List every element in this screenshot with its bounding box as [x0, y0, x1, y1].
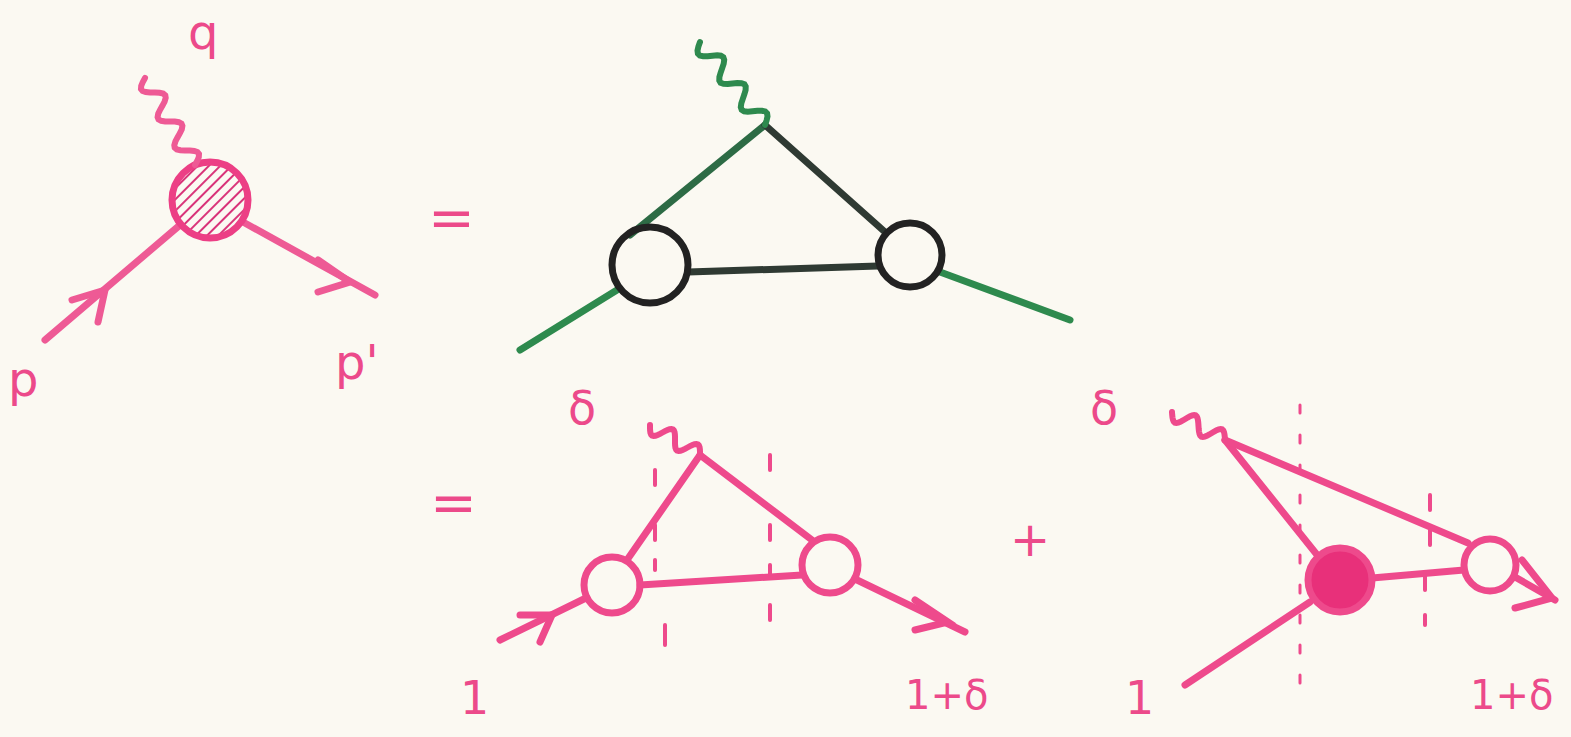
momentum-label: p: [8, 355, 38, 403]
triangle-diagram: [520, 125, 1070, 350]
equals-sign: =: [428, 190, 475, 246]
cut-diagram-blob: [1185, 405, 1555, 700]
momentum-label: 1: [460, 675, 489, 721]
momentum-label: 1+δ: [905, 675, 988, 715]
momentum-label: q: [188, 8, 218, 56]
momentum-label: δ: [1090, 385, 1118, 431]
photon-line: [1172, 412, 1225, 440]
momentum-label: 1+δ: [1470, 675, 1553, 715]
plus-sign: +: [1010, 515, 1050, 563]
cut-diagram: [500, 455, 965, 645]
photon-line: [698, 42, 768, 125]
equals-sign: =: [430, 475, 477, 531]
photon-line: [141, 78, 199, 165]
momentum-label: 1: [1125, 675, 1154, 721]
momentum-label: δ: [568, 385, 596, 431]
photon-line: [650, 425, 700, 455]
momentum-label: p': [335, 338, 379, 386]
vertex-diagram: [45, 162, 375, 340]
